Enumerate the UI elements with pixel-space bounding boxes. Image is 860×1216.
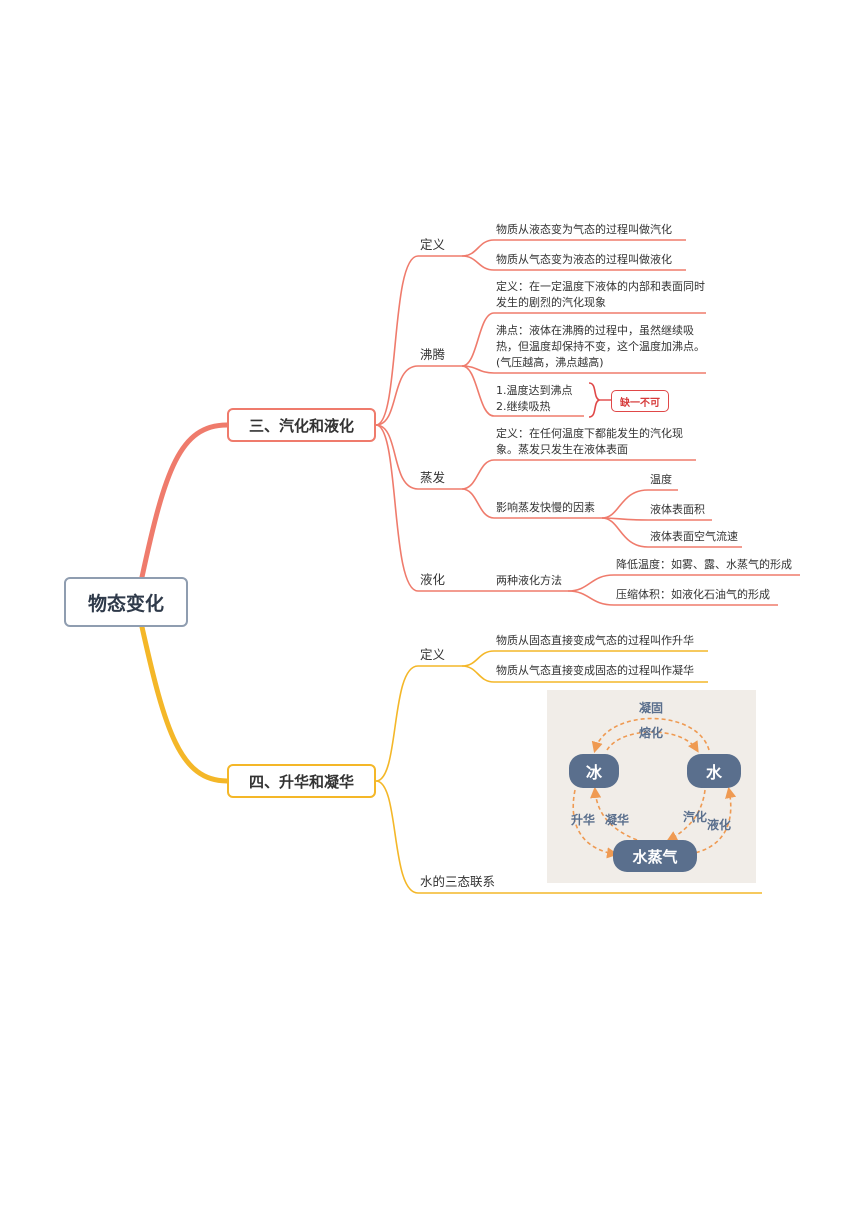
vapor-node: 水蒸气 <box>613 840 697 872</box>
branch-sublimation-title[interactable]: 四、升华和凝华 <box>227 764 376 798</box>
root-node[interactable]: 物态变化 <box>64 577 188 627</box>
vaporization-cycle-label: 汽化 <box>683 810 708 824</box>
sublimation-definition-label[interactable]: 定义 <box>420 647 446 662</box>
boiling-condition-1[interactable]: 1.温度达到沸点 <box>496 384 573 397</box>
sublimation-cycle-label: 升华 <box>571 813 596 827</box>
evaporation-factor-airflow[interactable]: 液体表面空气流速 <box>650 530 738 543</box>
evaporation-factors-label[interactable]: 影响蒸发快慢的因素 <box>496 501 595 514</box>
indispensable-badge[interactable]: 缺一不可 <box>611 390 669 412</box>
sublimation-definition-item[interactable]: 物质从固态直接变成气态的过程叫作升华 <box>496 634 694 647</box>
freezing-label: 凝固 <box>639 701 664 715</box>
deposition-cycle-label: 凝华 <box>605 813 630 827</box>
boiling-condition-2[interactable]: 2.继续吸热 <box>496 400 551 413</box>
evaporation-label[interactable]: 蒸发 <box>420 470 446 485</box>
boiling-definition[interactable]: 定义：在一定温度下液体的内部和表面同时发生的剧烈的汽化现象 <box>496 280 705 309</box>
liquefaction-cycle-label: 液化 <box>707 818 732 832</box>
vaporization-definition-item[interactable]: 物质从液态变为气态的过程叫做汽化 <box>496 223 672 236</box>
boiling-point-text[interactable]: 沸点：液体在沸腾的过程中，虽然继续吸热，但温度却保持不变，这个温度加沸点。(气压… <box>496 324 705 369</box>
water-three-states-label[interactable]: 水的三态联系 <box>420 874 496 889</box>
ice-node: 冰 <box>569 754 619 788</box>
evaporation-factor-temperature[interactable]: 温度 <box>650 473 672 486</box>
liquefaction-method-compression[interactable]: 压缩体积：如液化石油气的形成 <box>616 588 770 601</box>
branch-vaporization-title[interactable]: 三、汽化和液化 <box>227 408 376 442</box>
vaporization-definition-label[interactable]: 定义 <box>420 237 446 252</box>
liquefaction-definition-item[interactable]: 物质从气态变为液态的过程叫做液化 <box>496 253 672 266</box>
cycle-arrows <box>572 717 737 859</box>
liquefaction-label[interactable]: 液化 <box>420 572 446 587</box>
boiling-label[interactable]: 沸腾 <box>420 347 446 362</box>
water-node: 水 <box>687 754 741 788</box>
water-states-cycle-diagram: 冰 水 水蒸气 凝固 熔化 升华 凝华 汽化 液化 <box>547 690 756 883</box>
melting-label: 熔化 <box>639 726 664 740</box>
deposition-definition-item[interactable]: 物质从气态直接变成固态的过程叫作凝华 <box>496 664 694 677</box>
liquefaction-method-cooling[interactable]: 降低温度：如雾、露、水蒸气的形成 <box>616 558 792 571</box>
liquefaction-methods-label[interactable]: 两种液化方法 <box>496 574 562 587</box>
evaporation-definition[interactable]: 定义：在任何温度下都能发生的汽化现象。蒸发只发生在液体表面 <box>496 427 683 456</box>
evaporation-factor-surface-area[interactable]: 液体表面积 <box>650 503 705 516</box>
